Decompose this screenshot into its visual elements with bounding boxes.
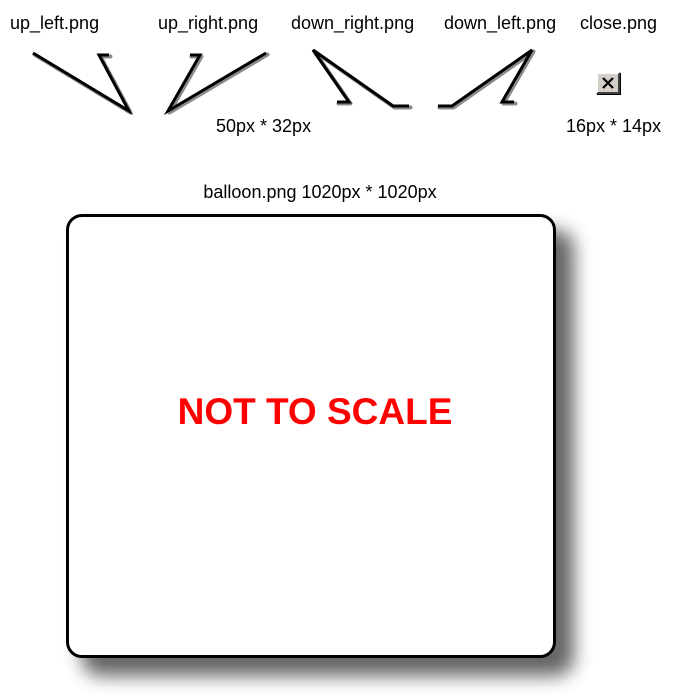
close-filename: close.png <box>580 13 658 33</box>
down-right-pointer-icon <box>311 48 413 110</box>
up-left-pointer-icon <box>32 51 133 116</box>
down-left-filename: down_left.png <box>444 13 557 33</box>
close-icon <box>602 77 614 89</box>
down-right-filename: down_right.png <box>291 13 415 33</box>
up-right-pointer-icon <box>163 51 270 116</box>
balloon-caption: balloon.png 1020px * 1020px <box>203 182 437 202</box>
close-button-sample <box>596 72 620 94</box>
not-to-scale-note: NOT TO SCALE <box>177 391 453 432</box>
close-size-label: 16px * 14px <box>566 116 662 136</box>
up-left-filename: up_left.png <box>10 13 100 33</box>
up-right-filename: up_right.png <box>158 13 259 33</box>
balloon-image <box>66 214 556 658</box>
pointer-size-label: 50px * 32px <box>216 116 312 136</box>
down-left-pointer-icon <box>437 48 536 110</box>
